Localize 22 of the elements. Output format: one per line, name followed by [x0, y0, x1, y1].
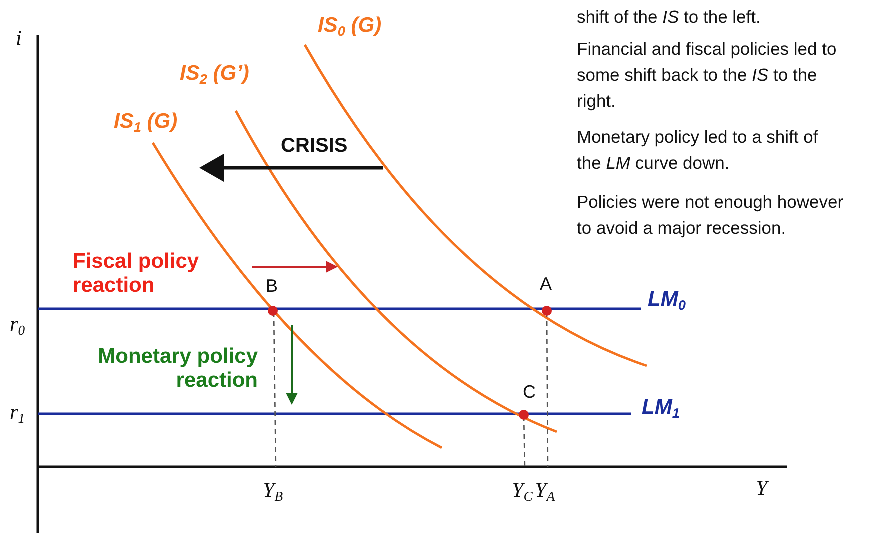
note-text: Policies were not enough however to avoid a major recession.: [577, 191, 845, 240]
axis-label: r$_{0}$: [10, 312, 26, 337]
axis-label: r$_{1}$: [10, 400, 26, 425]
axis-label: i: [16, 26, 22, 51]
note-text: Financial and fiscal policies led to some shift back to the IS to the right.: [577, 38, 838, 113]
curve-label: IS$_{1}$ (G): [114, 110, 178, 134]
arrow-label: CRISIS: [281, 135, 348, 158]
note-text: Monetary policy led to a shift of the LM curve down.: [577, 126, 820, 175]
axis-label: Y$_{A}$: [535, 478, 556, 503]
point-label: B: [266, 276, 278, 297]
policy-label: Monetary policy reaction: [97, 345, 258, 393]
curve-label: LM$_{0}$: [648, 288, 686, 312]
policy-label: Fiscal policy reaction: [73, 250, 200, 298]
curve-label: IS$_{2}$ (G’): [180, 62, 250, 86]
axis-label: Y$_{C}$: [512, 478, 533, 503]
note-text: shift of the IS to the left.: [577, 6, 762, 29]
axis-label: Y: [756, 476, 768, 501]
axis-label: Y$_{B}$: [263, 478, 284, 503]
curve-label: IS$_{0}$ (G): [318, 14, 382, 38]
point-label: A: [540, 274, 552, 295]
curve-label: LM$_{1}$: [642, 396, 680, 420]
point-label: C: [523, 382, 536, 403]
